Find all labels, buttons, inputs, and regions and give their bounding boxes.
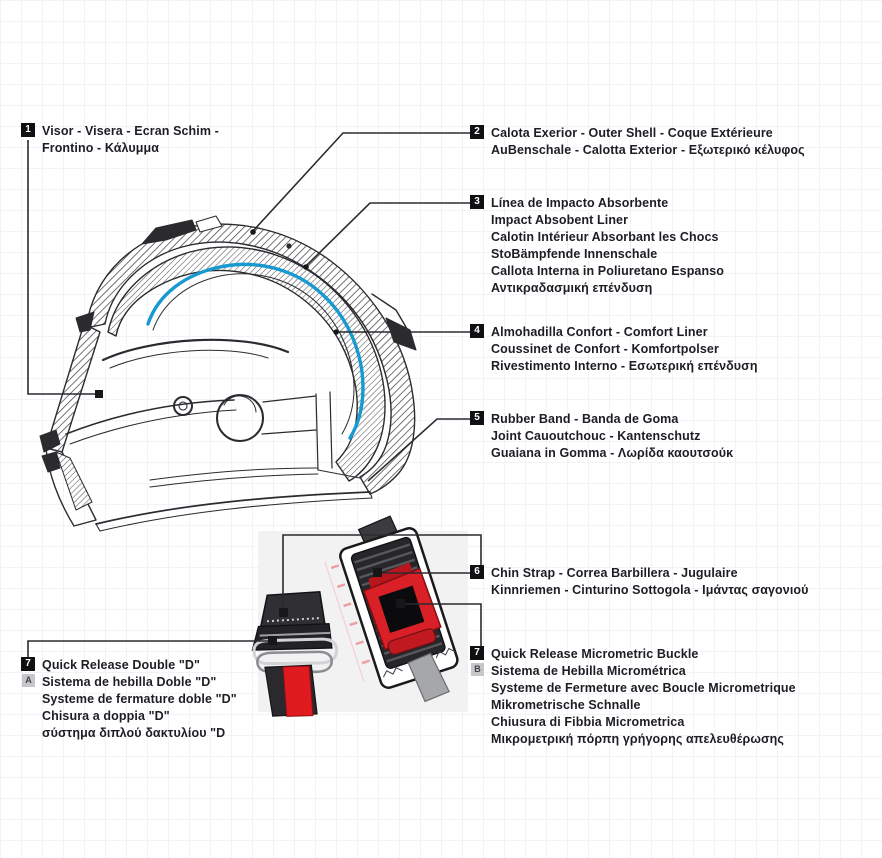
visor-pivot-dark-2 — [41, 451, 61, 473]
label-line: Calota Exerior - Outer Shell - Coque Ext… — [491, 126, 773, 140]
shell-rivet — [286, 243, 292, 249]
helmet-drawing — [39, 215, 417, 532]
badge-3: 3 — [470, 195, 484, 209]
label-micrometric-buckle: 7 B Quick Release Micrometric Buckle Sis… — [470, 646, 796, 748]
bottom-rim-outer — [95, 491, 371, 525]
label-line: Quick Release Double "D" — [42, 658, 201, 672]
label-double-d-buckle: 7 A Quick Release Double "D" Sistema de … — [21, 657, 237, 742]
comfort-liner-inner-edge — [152, 273, 355, 435]
bottom-rim-inner — [95, 491, 373, 532]
comfort-liner-blue-line — [146, 262, 365, 440]
visor-pivot-dark-1 — [39, 429, 61, 453]
leader-line-7b — [405, 603, 482, 646]
label-line: σύστημα διπλού δακτυλίου "D — [42, 726, 226, 740]
rear-vent-edge — [371, 293, 411, 335]
double-d-buckle-photo — [251, 590, 339, 717]
label-line: Chisura a doppia "D" — [42, 709, 170, 723]
label-line: Calotin Intérieur Absorbant les Chocs — [491, 230, 719, 244]
leader-line-2 — [252, 132, 470, 232]
label-line: Rivestimento Interno - Εσωτερική επένδυσ… — [491, 359, 758, 373]
badge-2: 2 — [470, 125, 484, 139]
leader-dot-2 — [250, 229, 256, 235]
badge-5: 5 — [470, 411, 484, 425]
label-visor: 1 Visor - Visera - Ecran Schim - Frontin… — [21, 123, 219, 157]
leader-marker-7a — [268, 636, 277, 645]
label-line: Sistema de hebilla Doble "D" — [42, 675, 217, 689]
label-outer-shell: 2 Calota Exerior - Outer Shell - Coque E… — [470, 125, 805, 159]
leader-marker-1 — [95, 390, 103, 398]
visor-top-dark — [75, 311, 95, 333]
label-line: Systeme de Fermeture avec Boucle Microme… — [491, 681, 796, 695]
label-line: Almohadilla Confort - Comfort Liner — [491, 325, 708, 339]
label-line: Sistema de Hebilla Micrométrica — [491, 664, 686, 678]
badge-1: 1 — [21, 123, 35, 137]
badge-7a: 7 — [21, 657, 35, 671]
label-line: Frontino - Κάλυμμα — [42, 141, 160, 155]
impact-liner-band — [107, 246, 386, 482]
label-comfort-liner: 4 Almohadilla Confort - Comfort Liner Co… — [470, 324, 758, 375]
label-line: Systeme de fermature doble "D" — [42, 692, 237, 706]
label-line: Visor - Visera - Ecran Schim - — [42, 124, 219, 138]
leader-line-1 — [27, 140, 95, 395]
label-line: Callota Interna in Poliuretano Espanso — [491, 264, 725, 278]
top-vent — [141, 219, 197, 245]
eyeport-top-line — [101, 338, 290, 362]
leader-lines — [27, 132, 482, 657]
anchor-large-arc — [223, 395, 257, 413]
leader-dot-3 — [303, 264, 309, 270]
label-line: StoBämpfende Innenschale — [491, 247, 658, 261]
badge-7b: 7 — [470, 646, 484, 660]
label-chin-strap: 6 Chin Strap - Correa Barbillera - Jugul… — [470, 565, 809, 599]
anchor-small-circle — [173, 396, 193, 416]
leader-line-6b — [282, 534, 482, 609]
label-line: Kinnriemen - Cinturino Sottogola - Ιμάντ… — [491, 583, 809, 597]
label-line: Impact Absobent Liner — [491, 213, 629, 227]
label-line: Mikrometrische Schnalle — [491, 698, 641, 712]
leader-line-3 — [305, 202, 470, 267]
leader-marker-6a — [373, 568, 382, 577]
leader-dot-4 — [333, 329, 339, 335]
badge-6: 6 — [470, 565, 484, 579]
label-line: Μικρομετρική πόρπη γρήγορης απελευθέρωση… — [491, 732, 785, 746]
badge-4: 4 — [470, 324, 484, 338]
label-line: Chin Strap - Correa Barbillera - Jugulai… — [491, 566, 738, 580]
ruler-ticks — [330, 564, 371, 665]
cheek-line-2 — [69, 409, 237, 445]
leader-marker-6b — [279, 608, 288, 617]
chin-guard-hatch — [55, 451, 93, 511]
label-line: Αντικραδασμική επένδυση — [491, 281, 653, 295]
label-line: AuBenschale - Calotta Exterior - Εξωτερι… — [491, 143, 805, 157]
micrometric-buckle-photo — [324, 515, 459, 703]
interior-bottom-lines — [149, 467, 361, 488]
label-line: Línea de Impacto Absorbente — [491, 196, 669, 210]
cheek-line-1 — [65, 399, 235, 435]
leader-line-5 — [367, 418, 470, 482]
top-vent-step — [195, 215, 223, 233]
badge-b: B — [471, 663, 484, 676]
label-line: Joint Cauoutchouc - Kantenschutz — [491, 429, 701, 443]
anchor-large-circle — [216, 394, 264, 442]
leader-line-7a — [27, 640, 276, 657]
eyeport-top-line-2 — [109, 349, 269, 369]
rear-interior-lines — [261, 391, 333, 471]
rear-vent — [385, 317, 417, 351]
anchor-small-circle-inner — [178, 401, 188, 411]
label-line: Guaiana in Gomma - Λωρίδα καουτσούκ — [491, 446, 734, 460]
badge-a: A — [22, 674, 35, 687]
label-rubber-band: 5 Rubber Band - Banda de Goma Joint Cauo… — [470, 411, 733, 462]
label-line: Quick Release Micrometric Buckle — [491, 647, 699, 661]
leader-marker-7b — [396, 599, 405, 608]
label-line: Coussinet de Confort - Komfortpolser — [491, 342, 719, 356]
label-line: Chiusura di Fibbia Micrometrica — [491, 715, 685, 729]
label-line: Rubber Band - Banda de Goma — [491, 412, 679, 426]
label-impact-liner: 3 Línea de Impacto Absorbente Impact Abs… — [470, 195, 724, 297]
